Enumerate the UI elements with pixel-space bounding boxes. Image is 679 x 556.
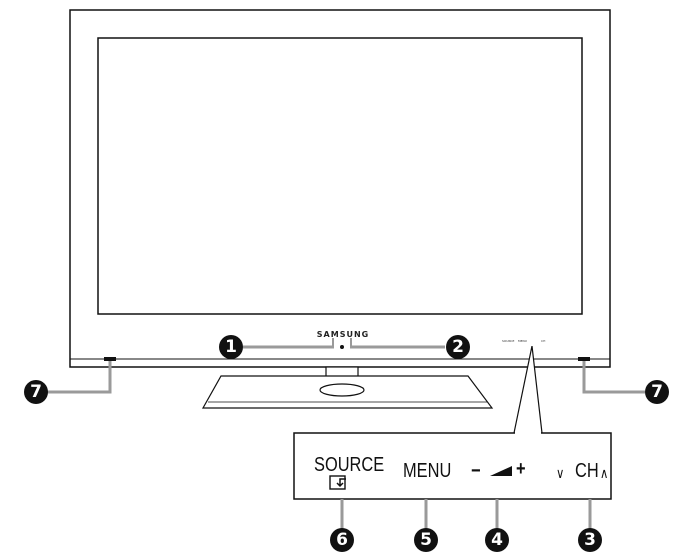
mini-source-label: SOURCE — [502, 339, 515, 343]
callout-badge-6: 6 — [330, 528, 354, 552]
menu-button-label[interactable]: MENU — [403, 460, 452, 482]
mini-control-strip — [500, 338, 550, 346]
callout-badge-5: 5 — [414, 528, 438, 552]
foot-left — [104, 357, 116, 361]
channel-up-button[interactable]: ∧ — [600, 465, 609, 481]
foot-right — [578, 357, 590, 361]
callout-line-7-right — [582, 360, 645, 394]
volume-wedge-icon — [490, 466, 512, 476]
power-indicator-dot — [340, 345, 344, 349]
tv-screen — [97, 37, 583, 315]
source-button-label[interactable]: SOURCE — [314, 454, 385, 476]
stand-hinge — [319, 383, 365, 397]
callout-badge-4: 4 — [485, 528, 509, 552]
callout-badge-7-left: 7 — [24, 380, 48, 404]
callout-badge-3: 3 — [578, 528, 602, 552]
channel-down-button[interactable]: ∨ — [556, 465, 565, 481]
source-icon — [329, 475, 346, 490]
control-panel-box — [293, 432, 612, 500]
callout-badge-1: 1 — [219, 335, 243, 359]
volume-down-button[interactable]: − — [471, 460, 481, 482]
brand-logo-text: SAMSUNG — [316, 330, 370, 339]
callout-line-7-left — [46, 360, 112, 394]
channel-label: CH — [575, 460, 599, 482]
mini-channel-label: CH — [541, 339, 546, 343]
callout-badge-7-right: 7 — [645, 380, 669, 404]
mini-menu-label: MENU — [518, 339, 527, 343]
volume-up-button[interactable]: + — [516, 458, 526, 480]
callout-badge-2: 2 — [446, 335, 470, 359]
